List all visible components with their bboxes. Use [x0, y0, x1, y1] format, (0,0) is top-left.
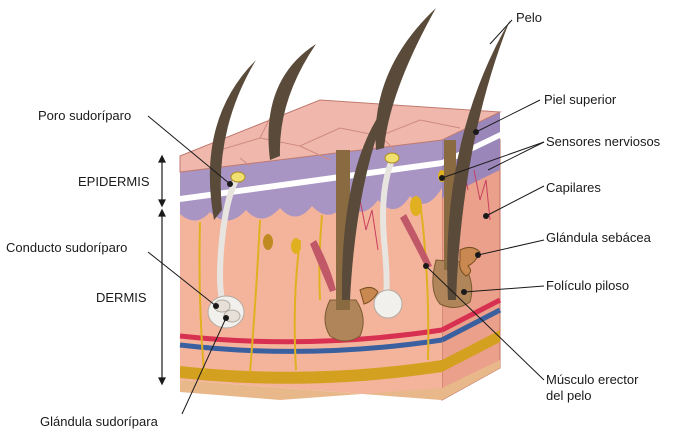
label-hair-follicle: Folículo piloso [546, 278, 629, 293]
sweat-pore-2 [384, 152, 400, 164]
erector-muscle [310, 240, 336, 292]
artery-side [440, 297, 502, 333]
dermis-range-arrow [158, 208, 166, 386]
label-dermis: DERMIS [96, 290, 147, 305]
fat-layer [180, 330, 500, 384]
label-upper-skin: Piel superior [544, 92, 617, 107]
sweat-pore-top [230, 171, 246, 183]
leader-lines [147, 19, 545, 415]
label-erector-muscle-1: Músculo erector [546, 372, 639, 387]
label-sweat-gland: Glándula sudorípara [40, 414, 159, 429]
label-epidermis: EPIDERMIS [78, 174, 150, 189]
vein-side [440, 307, 502, 343]
label-sweat-duct: Conducto sudoríparo [6, 240, 127, 255]
sweat-duct-2 [380, 158, 395, 297]
label-sebaceous-gland: Glándula sebácea [546, 230, 652, 245]
leader-dots [213, 129, 489, 321]
fat-layer-lower [180, 360, 500, 400]
label-hair: Pelo [516, 10, 542, 25]
hairs [209, 8, 510, 300]
stratum-line [180, 160, 442, 202]
sweat-gland [207, 295, 245, 329]
label-sweat-pore: Poro sudoríparo [38, 108, 131, 123]
nerve-sensor [410, 196, 422, 216]
nerve-sensor [263, 234, 273, 250]
vein-front [179, 337, 443, 354]
sweat-gland-2 [373, 289, 403, 319]
sebaceous-gland [359, 246, 481, 305]
sweat-duct [217, 178, 239, 301]
label-erector-muscle-2: del pelo [546, 388, 592, 403]
erector-muscle [400, 214, 432, 268]
epidermis-range-arrow [158, 154, 166, 208]
label-capillaries: Capilares [546, 180, 601, 195]
artery-front [179, 327, 443, 345]
nerve-sensor [291, 238, 301, 254]
label-nerve-sensors: Sensores nerviosos [546, 134, 661, 149]
nerve-fibers [198, 199, 430, 373]
